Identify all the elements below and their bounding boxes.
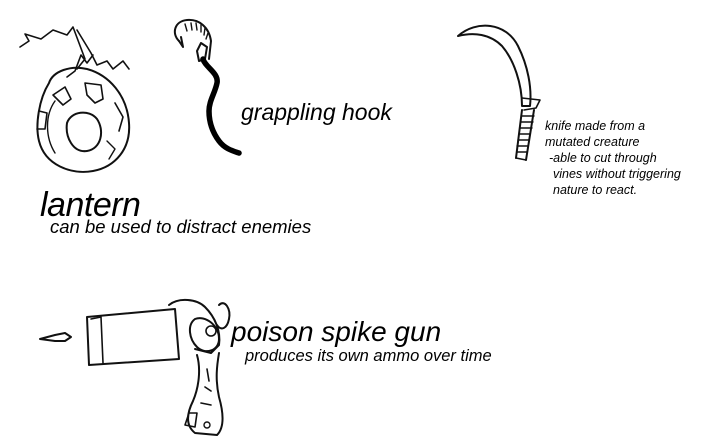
knife-note-line: -able to cut through [549,151,657,165]
lantern-title: lantern [40,186,141,224]
knife-note-line: knife made from a [545,119,646,133]
poison-spike-gun-icon [39,299,231,436]
lantern-description: can be used to distract enemies [50,216,312,237]
knife-note: knife made from a mutated creature -able… [545,118,681,198]
lantern-icon [19,26,131,173]
knife-icon [457,24,541,161]
knife-note-line: nature to react. [553,183,638,197]
grappling-hook-label: grappling hook [241,99,392,125]
poison-spike-gun-label: poison spike gun [231,316,442,347]
grappling-hook-icon [173,18,242,156]
knife-note-line: mutated creature [545,135,640,149]
knife-note-line: vines without triggering [553,167,681,181]
poison-spike-gun-description: produces its own ammo over time [245,347,492,365]
